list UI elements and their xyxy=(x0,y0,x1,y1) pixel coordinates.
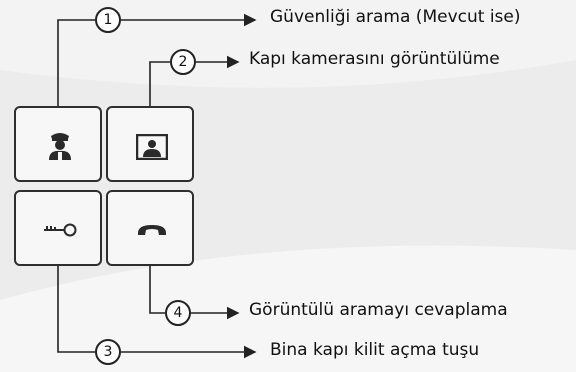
door-camera-icon xyxy=(136,134,168,160)
phone-handset-icon xyxy=(138,225,166,235)
callout-number-4: 4 xyxy=(165,300,191,326)
background-top-band xyxy=(0,0,576,88)
callout-label-3: Bina kapı kilit açma tuşu xyxy=(270,340,480,360)
callout-label-4: Görüntülü aramayı cevaplama xyxy=(249,300,508,320)
background-bottom-band xyxy=(0,245,576,372)
answer-button[interactable] xyxy=(106,190,194,266)
callout-label-1: Güvenliği arama (Mevcut ise) xyxy=(270,7,521,27)
door-unlock-button[interactable] xyxy=(14,190,102,266)
connector-line-4 xyxy=(149,265,165,314)
callout-number-1: 1 xyxy=(95,7,121,33)
connector-line-1 xyxy=(57,19,95,106)
camera-button[interactable] xyxy=(106,106,194,182)
connector-line-2 xyxy=(149,61,170,106)
connector-line-3 xyxy=(57,265,95,353)
key-icon xyxy=(44,223,77,237)
security-button[interactable] xyxy=(14,106,102,182)
callout-label-2: Kapı kamerasını görüntülüme xyxy=(249,49,500,69)
callout-number-3: 3 xyxy=(95,339,121,365)
security-guard-icon xyxy=(49,133,71,160)
callout-number-2: 2 xyxy=(170,49,196,75)
